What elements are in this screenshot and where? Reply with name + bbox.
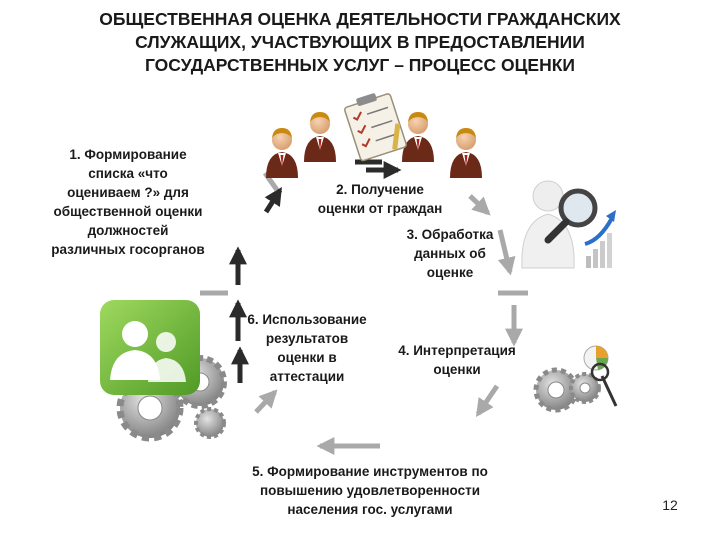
step-5-line: 5. Формирование инструментов по (252, 464, 488, 479)
step-6-line: результатов (265, 331, 349, 346)
step-3-line: оценке (426, 265, 474, 280)
step-5-label: 5. Формирование инструментов по повышени… (210, 462, 530, 519)
step-2-label: 2. Получение оценки от граждан (300, 180, 460, 218)
step-6-label: 6. Использование результатов оценки в ат… (232, 310, 382, 386)
cycle-arrow (497, 229, 516, 276)
step-4-label: 4. Интерпретация оценки (382, 341, 532, 379)
gears-with-pie-chart-icon (533, 345, 618, 413)
step-5-line: населения гос. услугами (287, 502, 453, 517)
step-4-line: оценки (433, 362, 481, 377)
cycle-arrow (263, 186, 283, 214)
step-1-line: оцениваем ?» для (67, 185, 189, 200)
step-5-line: повышению удовлетворенности (259, 483, 481, 498)
step-1-label: 1. Формирование списка «что оцениваем ?»… (28, 145, 228, 259)
step-4-line: 4. Интерпретация (398, 343, 516, 358)
cycle-arrows (200, 159, 528, 455)
step-3-line: данных об (414, 246, 486, 261)
person-with-magnifier-icon (521, 180, 598, 269)
step-3-line: 3. Обработка (406, 227, 494, 242)
clipboard-checklist-icon (344, 93, 407, 162)
step-2-line: оценки от граждан (317, 201, 443, 216)
title-line: ОБЩЕСТВЕННАЯ ОЦЕНКА ДЕЯТЕЛЬНОСТИ ГРАЖДАН… (99, 9, 621, 29)
step-1-line: списка «что (88, 166, 168, 181)
step-6-line: 6. Использование (247, 312, 367, 327)
step-3-label: 3. Обработка данных об оценке (395, 225, 505, 282)
step-1-line: общественной оценки (53, 204, 203, 219)
step-2-line: 2. Получение (336, 182, 424, 197)
cycle-arrow (475, 384, 500, 417)
step-6-line: аттестации (269, 369, 345, 384)
gears-with-people-badge-icon (100, 300, 227, 442)
step-1-line: должностей (87, 223, 169, 238)
citizens-group-icon (266, 93, 482, 178)
slide-title: ОБЩЕСТВЕННАЯ ОЦЕНКА ДЕЯТЕЛЬНОСТИ ГРАЖДАН… (40, 8, 680, 77)
growth-chart-icon (584, 210, 616, 268)
step-1-line: 1. Формирование (69, 147, 187, 162)
cycle-arrow (468, 194, 491, 216)
title-line: СЛУЖАЩИХ, УЧАСТВУЮЩИХ В ПРЕДОСТАВЛЕНИИ (135, 32, 585, 52)
title-line: ГОСУДАРСТВЕННЫХ УСЛУГ – ПРОЦЕСС ОЦЕНКИ (144, 55, 575, 75)
cycle-arrow (254, 389, 278, 414)
step-6-line: оценки в (277, 350, 337, 365)
page-number: 12 (662, 497, 678, 513)
step-1-line: различных госорганов (51, 242, 205, 257)
